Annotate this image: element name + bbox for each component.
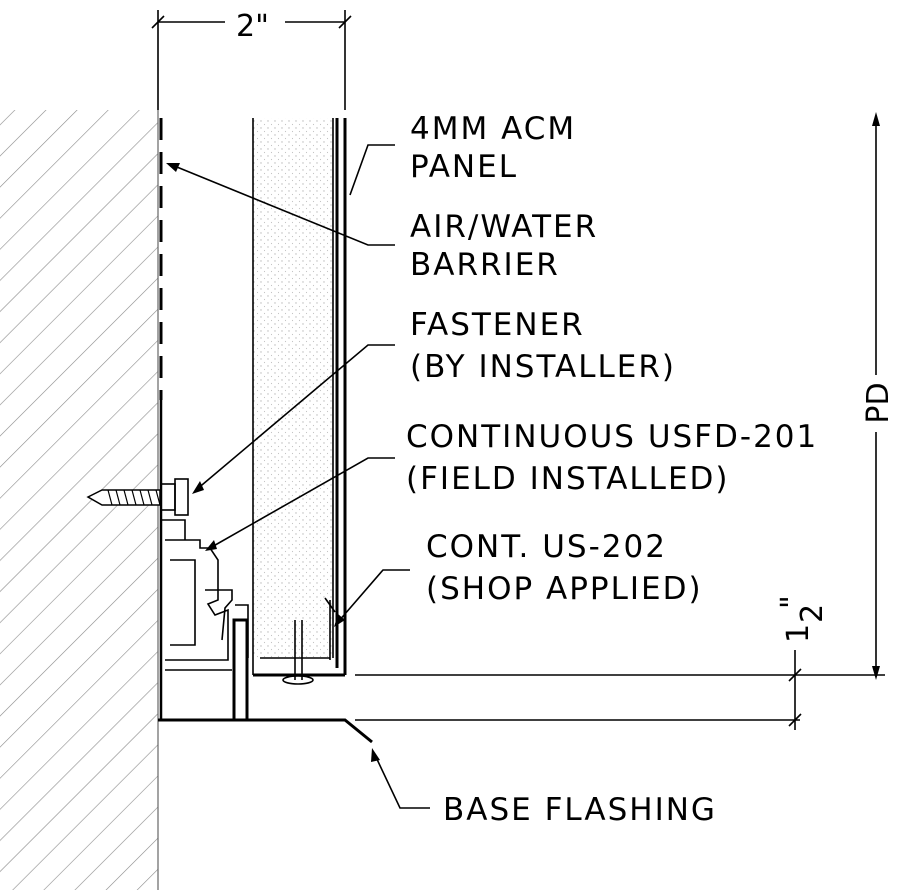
dim-top-text: 2": [236, 9, 269, 44]
acm-panel: [252, 118, 347, 677]
label-us202-2: (SHOP APPLIED): [426, 571, 703, 607]
label-fastener-1: FASTENER: [410, 307, 585, 343]
dim-half-num: 1: [781, 624, 816, 643]
label-acm-1: 4MM ACM: [410, 111, 576, 147]
label-acm-2: PANEL: [410, 149, 518, 185]
dimension-top: 2": [151, 9, 352, 110]
dim-half-inch: ": [775, 595, 810, 609]
label-us202-1: CONT. US-202: [426, 529, 667, 565]
fastener-screw: [86, 478, 189, 516]
extrusion-profile: [161, 519, 314, 722]
label-barrier-1: AIR/WATER: [410, 209, 598, 245]
label-base-flashing: BASE FLASHING: [443, 792, 717, 828]
label-usfd-2: (FIELD INSTALLED): [406, 461, 730, 497]
label-barrier-2: BARRIER: [410, 247, 560, 283]
dimension-right: PD 1 2 ": [355, 112, 896, 730]
label-fastener-2: (BY INSTALLER): [410, 349, 676, 385]
callout-labels: 4MM ACM PANEL AIR/WATER BARRIER FASTENER…: [406, 111, 818, 828]
dim-half-den: 2: [795, 604, 830, 623]
dim-pd-text: PD: [861, 382, 896, 423]
leader-lines: [166, 144, 430, 809]
label-usfd-1: CONTINUOUS USFD-201: [406, 419, 818, 455]
base-flashing: [158, 718, 373, 744]
